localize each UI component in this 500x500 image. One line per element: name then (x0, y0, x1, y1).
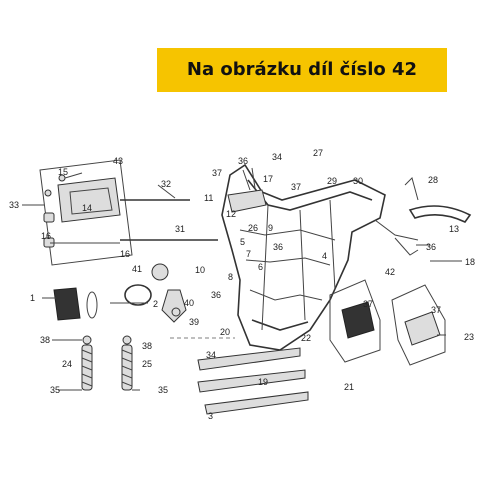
label-7: 7 (246, 249, 251, 259)
label-37d: 23 (464, 332, 474, 342)
label-16a: 16 (41, 231, 51, 241)
callout-labels: 43 15 33 14 16 32 31 16 41 1 2 38 38 24 … (9, 148, 475, 421)
carrier-group-box (39, 159, 133, 266)
label-35a: 35 (50, 385, 60, 395)
label-28: 28 (428, 175, 438, 185)
label-27: 27 (313, 148, 323, 158)
label-34a: 34 (272, 152, 282, 162)
label-31: 31 (175, 224, 185, 234)
carrier-bracket (43, 174, 121, 248)
label-1: 1 (30, 293, 35, 303)
label-30a: 30 (353, 176, 363, 186)
label-15: 15 (58, 167, 68, 177)
label-36c: 40 (184, 298, 194, 308)
label-16b: 16 (120, 249, 130, 259)
label-13: 13 (449, 224, 459, 234)
label-37c: 22 (301, 333, 311, 343)
lower-bars (170, 337, 309, 415)
label-43: 43 (113, 156, 123, 166)
label-10: 10 (195, 265, 205, 275)
label-39: 20 (220, 327, 230, 337)
footrest-left (329, 279, 381, 363)
label-25: 25 (142, 359, 152, 369)
label-22: 21 (344, 382, 354, 392)
label-3: 4 (322, 251, 327, 261)
label-24: 24 (62, 359, 72, 369)
label-30b: 6 (258, 262, 263, 272)
label-38b: 38 (142, 341, 152, 351)
label-9: 9 (268, 223, 273, 233)
label-6: 8 (228, 272, 233, 282)
long-bolts (50, 199, 218, 244)
label-34b: 19 (258, 377, 268, 387)
label-14: 14 (82, 203, 92, 213)
label-37b: 37 (291, 182, 301, 192)
label-42: 18 (465, 257, 475, 267)
label-35b: 35 (158, 385, 168, 395)
small-parts-left (53, 263, 187, 323)
label-21: 37 (431, 305, 441, 315)
label-11: 11 (204, 193, 213, 203)
main-frame (221, 163, 419, 351)
shock-absorbers (81, 335, 133, 391)
label-36d: 42 (385, 267, 395, 277)
leader-lines (22, 172, 462, 391)
label-40: 39 (189, 317, 199, 327)
part-number-banner: Na obrázku díl číslo 42 (157, 48, 447, 92)
label-8: 36 (211, 290, 221, 300)
label-33: 33 (9, 200, 19, 210)
label-4: 36 (426, 242, 436, 252)
label-36b: 36 (273, 242, 283, 252)
label-5: 5 (240, 237, 245, 247)
fender-stay (404, 177, 472, 224)
label-20: 34 (206, 350, 216, 360)
label-32: 32 (161, 179, 171, 189)
label-36a: 36 (238, 156, 248, 166)
label-12: 12 (226, 209, 236, 219)
label-38a: 38 (40, 335, 50, 345)
footrest-right (391, 284, 446, 366)
label-37a: 37 (212, 168, 222, 178)
upper-brackets (227, 167, 267, 213)
label-29: 29 (327, 176, 337, 186)
label-41: 41 (132, 264, 142, 274)
label-2: 2 (153, 299, 158, 309)
label-26: 26 (248, 223, 258, 233)
label-17: 17 (263, 174, 273, 184)
label-18: 37 (363, 299, 373, 309)
label-19: 3 (208, 411, 213, 421)
